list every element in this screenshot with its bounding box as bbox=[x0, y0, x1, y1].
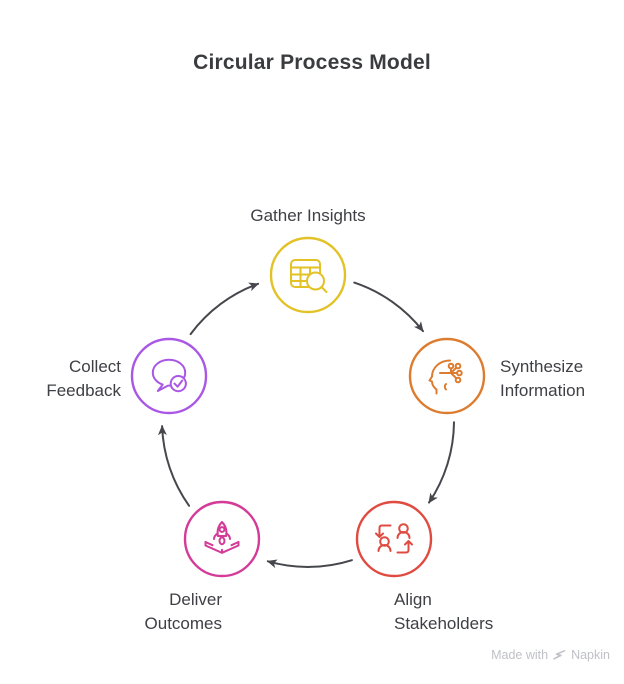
watermark: Made with Napkin bbox=[491, 648, 610, 662]
arrow-deliver-to-collect bbox=[157, 425, 191, 507]
watermark-brand-text: Napkin bbox=[571, 648, 610, 662]
node-gather-insights bbox=[269, 236, 347, 314]
head-network-icon bbox=[428, 359, 463, 395]
table-search-icon bbox=[290, 259, 328, 293]
node-synthesize-information bbox=[408, 337, 486, 415]
arrow-align-to-deliver bbox=[266, 559, 353, 569]
node-label-deliver-outcomes: Deliver Outcomes bbox=[144, 590, 222, 633]
arrow-gather-to-synthesize bbox=[353, 281, 424, 333]
people-exchange-icon bbox=[375, 523, 413, 554]
node-label-collect-feedback: Collect Feedback bbox=[46, 357, 121, 400]
arrow-synthesize-to-align bbox=[428, 421, 455, 504]
node-collect-feedback bbox=[130, 337, 208, 415]
rocket-launch-icon bbox=[204, 521, 240, 554]
node-circle-collect-feedback bbox=[130, 337, 208, 415]
node-deliver-outcomes bbox=[183, 500, 261, 578]
chat-check-icon bbox=[151, 358, 187, 393]
watermark-made-with-text: Made with bbox=[491, 648, 549, 662]
page-title: Circular Process Model bbox=[193, 51, 431, 74]
node-align-stakeholders bbox=[355, 500, 433, 578]
cycle-arrows bbox=[157, 281, 455, 569]
node-label-synthesize-information: Synthesize Information bbox=[500, 357, 586, 400]
node-circle-align-stakeholders bbox=[355, 500, 433, 578]
arrow-collect-to-gather bbox=[189, 282, 260, 336]
node-circle-deliver-outcomes bbox=[183, 500, 261, 578]
napkin-logo-icon bbox=[553, 650, 566, 660]
node-label-align-stakeholders: Align Stakeholders bbox=[394, 590, 494, 633]
node-circle-synthesize-information bbox=[408, 337, 486, 415]
node-label-gather-insights: Gather Insights bbox=[250, 206, 366, 225]
